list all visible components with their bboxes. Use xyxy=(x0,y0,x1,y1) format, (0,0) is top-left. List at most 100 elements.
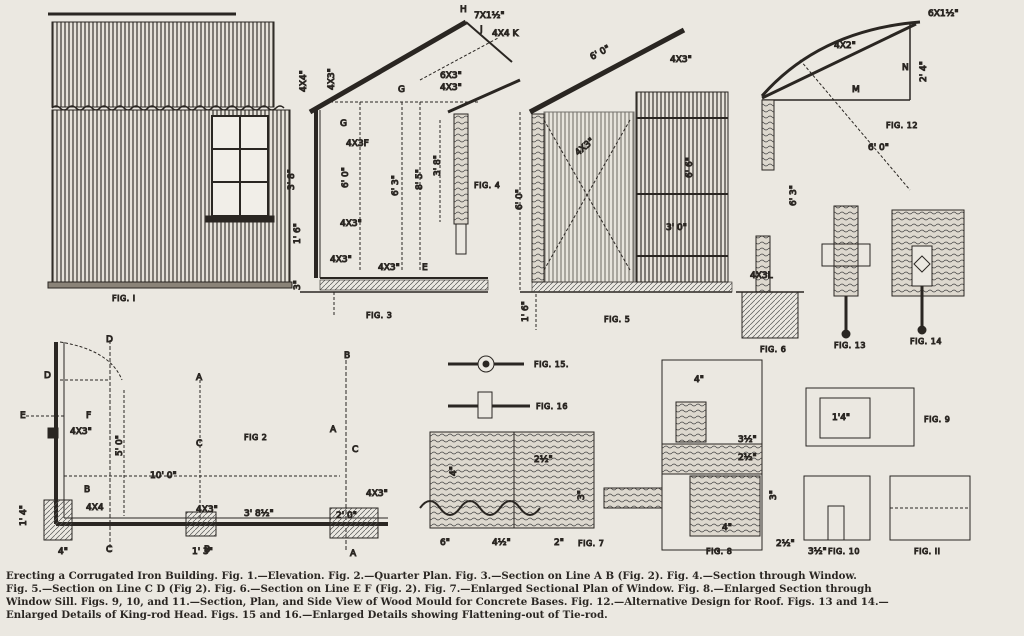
point-b1-label: B xyxy=(344,351,350,361)
fig9-14: 1'4" xyxy=(832,413,850,423)
fig8-label: FIG. 8 xyxy=(706,547,732,556)
fig2-4x4: 4X4 xyxy=(86,503,104,513)
fig3-6-0: 6' 0" xyxy=(341,167,351,188)
fig3-section-ab: H 7X1½" J 4X4 K 4X4" 4X3" 6X3" 4X3" G G … xyxy=(287,5,520,321)
fig15-tie-rod: FIG. 15. xyxy=(448,355,569,373)
fig6-section-ef: 4X3L FIG. 6 xyxy=(736,235,804,355)
fig7-2-2: 2½" xyxy=(534,455,553,465)
fig2-2-0: 2' 0" xyxy=(336,511,357,521)
fig8-sill-section: 4" 3½" 2½" 3" 2½" 4" FIG. 8 xyxy=(661,359,795,557)
caption-line-3: Window Sill. Figs. 9, 10, and 11.—Sectio… xyxy=(6,596,889,608)
fig13-king-rod-head: FIG. 13 xyxy=(821,205,871,351)
point-c3-label: C xyxy=(106,545,112,555)
fig4-label: FIG. 4 xyxy=(474,181,500,190)
fig3-4x3-mid: 4X3" xyxy=(340,219,362,229)
fig2-1-4: 1' 4" xyxy=(19,505,29,526)
fig8-2-b: 2½" xyxy=(776,539,795,549)
fig2-label: FIG 2 xyxy=(244,433,267,442)
fig11-mould-side: FIG. II xyxy=(889,475,971,557)
point-h-label: H xyxy=(460,5,467,15)
point-a3-label: A xyxy=(350,549,357,559)
fig5-4x3-top: 4X3" xyxy=(670,55,692,65)
fig14-label: FIG. 14 xyxy=(910,337,942,346)
fig6-4x3l: 4X3L xyxy=(750,271,773,281)
fig3-4x4: 4X4" xyxy=(299,70,309,92)
fig7-6: 6" xyxy=(440,538,450,548)
fig5-6-0-v: 6' 0" xyxy=(515,189,525,210)
fig7-2: 2" xyxy=(554,538,564,548)
fig15-label: FIG. 15. xyxy=(534,360,569,369)
fig12-2-4: 2' 4" xyxy=(919,61,929,82)
fig5-6-6: 6' 6" xyxy=(685,157,695,178)
fig8-4-b: 4" xyxy=(722,523,732,533)
fig13-label: FIG. 13 xyxy=(834,341,866,350)
fig12-6-0: 6' 0" xyxy=(868,143,889,153)
fig8-2: 2½" xyxy=(738,453,757,463)
fig7-window-plan: 6" 4½" 2" 2½" 3" 4" FIG. 7 xyxy=(419,431,663,549)
caption-line-1: Erecting a Corrugated Iron Building. Fig… xyxy=(6,570,857,582)
fig10-label: FIG. 10 xyxy=(828,547,860,556)
fig1-label: FIG. I xyxy=(112,294,136,303)
fig12-label: FIG. 12 xyxy=(886,121,918,130)
fig8-4: 4" xyxy=(694,375,704,385)
fig3-label: FIG. 3 xyxy=(366,311,392,320)
fig3-3: 3" xyxy=(293,280,303,290)
fig5-3-0: 3' 0" xyxy=(666,223,687,233)
point-a1-label: A xyxy=(196,373,203,383)
fig11-label: FIG. II xyxy=(914,547,940,556)
fig3-6x3: 6X3" xyxy=(440,71,462,81)
fig2-4: 4" xyxy=(58,547,68,557)
fig3-4x3-low2: 4X3" xyxy=(378,263,400,273)
fig16-tie-rod: FIG. 16 xyxy=(448,391,568,419)
fig10-3: 3½" xyxy=(808,547,827,557)
fig4-window-section: 3' 8" FIG. 4 xyxy=(433,78,521,255)
fig9-label: FIG. 9 xyxy=(924,415,950,424)
fig14-king-rod-detail: FIG. 14 xyxy=(891,209,965,347)
point-f-label: F xyxy=(86,411,91,421)
fig3-rafter-dim: 4X4 K xyxy=(492,29,519,39)
technical-drawing: FIG. I H 7X1½" J 4X4 K 4X4" 4X3" 6X3" 4X… xyxy=(19,5,971,560)
fig12-4x2: 4X2" xyxy=(834,41,856,51)
point-c2-label: C xyxy=(352,445,358,455)
point-b2-label: B xyxy=(84,485,90,495)
fig7-4-v: 4" xyxy=(449,466,459,476)
fig5-label: FIG. 5 xyxy=(604,315,630,324)
fig2-5-0: 5' 0" xyxy=(115,435,125,456)
fig2-4x3-b: 4X3" xyxy=(196,505,218,515)
point-b3-label: B xyxy=(204,545,210,555)
fig2-quarter-plan: D D E F A B C A C B C B A 4X3" 4X4 4X3" … xyxy=(19,335,389,560)
fig1-elevation: FIG. I xyxy=(47,12,293,304)
fig3-3-8: 3' 8" xyxy=(287,169,297,190)
fig3-top-dim: 7X1½" xyxy=(474,11,504,21)
fig9-mould-section: 1'4" FIG. 9 xyxy=(805,387,950,447)
fig3-4x3-low1: 4X3" xyxy=(330,255,352,265)
caption-line-4: Enlarged Details of King-rod Head. Figs.… xyxy=(6,609,608,621)
point-d1-label: D xyxy=(106,335,113,345)
point-m-label: M xyxy=(852,85,860,95)
fig3-4x3f: 4X3F xyxy=(346,139,369,149)
fig3-4x3-b: 4X3" xyxy=(440,83,462,93)
fig3-6-3: 6' 3" xyxy=(391,175,401,196)
fig3-4x3: 4X3" xyxy=(327,68,337,90)
fig12-alt-roof: 6X1½" 4X2" 2' 4" N M 6' 0" 6' 3" FIG. 12 xyxy=(760,9,959,207)
point-n-label: N xyxy=(902,63,909,73)
point-d2-label: D xyxy=(44,371,51,381)
fig2-4x3: 4X3" xyxy=(70,427,92,437)
fig8-3-v: 3" xyxy=(769,490,779,500)
point-a2-label: A xyxy=(330,425,337,435)
point-c1-label: C xyxy=(196,439,202,449)
fig6-label: FIG. 6 xyxy=(760,345,786,354)
point-e2-label: E xyxy=(20,411,26,421)
fig2-10-0: 10' 0" xyxy=(150,471,177,481)
fig2-1-3: 1' 3" xyxy=(192,547,213,557)
fig5-section-cd: 6' 0" 4X3" 4X3" 6' 0" 6' 6" 3' 0" 1' 6" … xyxy=(515,27,733,330)
fig8-3: 3½" xyxy=(738,435,757,445)
fig12-6x1: 6X1½" xyxy=(928,9,958,19)
fig5-1-6: 1' 6" xyxy=(521,301,531,322)
fig7-3: 3" xyxy=(577,490,587,500)
point-e-label: E xyxy=(422,263,428,273)
fig10-mould-plan: 3½" FIG. 10 xyxy=(803,475,871,558)
fig5-6-0: 6' 0" xyxy=(589,44,612,63)
caption-line-2: Fig. 5.—Section on Line C D (Fig 2). Fig… xyxy=(6,583,872,595)
